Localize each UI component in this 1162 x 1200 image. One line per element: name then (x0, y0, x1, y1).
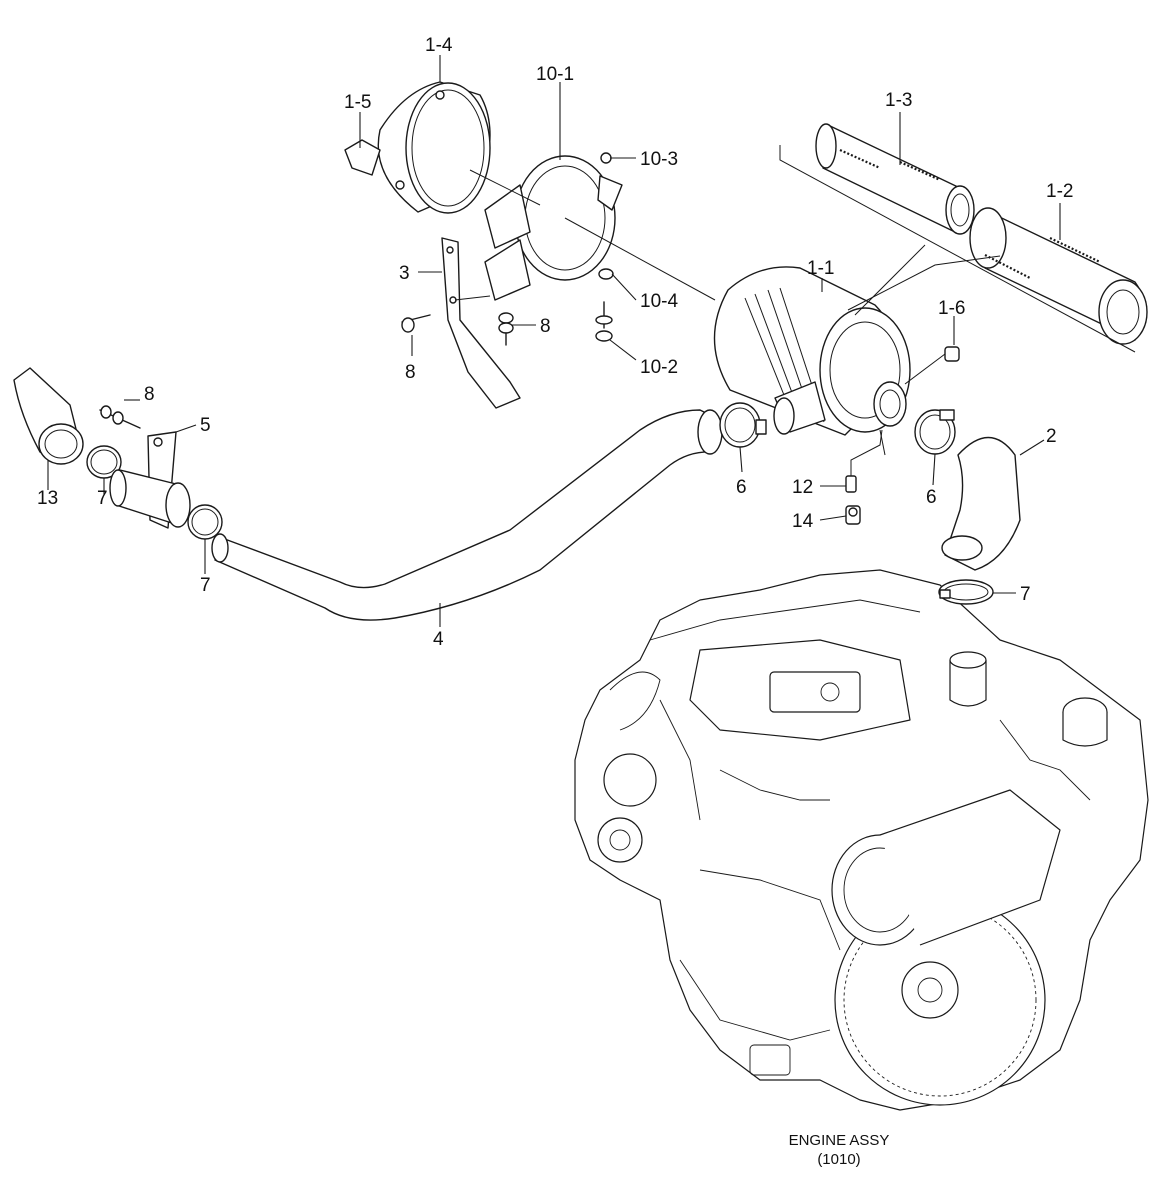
callout-8-bracket-left: 8 (405, 362, 416, 383)
callout-10-1: 10-1 (536, 64, 574, 85)
callout-1-5: 1-5 (344, 92, 371, 113)
callout-8-pipe: 8 (144, 384, 155, 405)
callout-1-1: 1-1 (807, 258, 834, 279)
callout-1-3: 1-3 (885, 90, 912, 111)
callout-7-middle: 7 (200, 575, 211, 596)
callout-5: 5 (200, 415, 211, 436)
support-bracket (441, 237, 521, 409)
bolt-assembly (595, 301, 613, 342)
bolt-c (99, 405, 141, 429)
engine-caption: ENGINE ASSY (1010) (789, 1132, 890, 1168)
outer-filter-element (969, 207, 1148, 345)
bolt-a (401, 314, 431, 333)
restriction-indicator (904, 346, 960, 385)
rain-cap (13, 367, 84, 465)
intake-pipe (109, 431, 191, 529)
callout-1-2: 1-2 (1046, 181, 1073, 202)
leader-lines (47, 55, 1061, 627)
hose-clamp-cleaner-left (719, 402, 767, 448)
inner-filter-element (815, 123, 975, 235)
callout-10-2: 10-2 (640, 357, 678, 378)
callout-10-3: 10-3 (640, 149, 678, 170)
callout-labels: 1-4 1-5 10-1 10-3 1-3 1-2 3 1-1 10-4 1-6… (37, 35, 1073, 650)
callout-13: 13 (37, 488, 58, 509)
callout-8-bracket-right: 8 (540, 316, 551, 337)
callout-3: 3 (399, 263, 410, 284)
callout-12: 12 (792, 477, 813, 498)
callout-2: 2 (1046, 426, 1057, 447)
callout-7-engine: 7 (1020, 584, 1031, 605)
vacuator-valve (344, 139, 381, 176)
engine-caption-title: ENGINE ASSY (789, 1132, 890, 1149)
callout-4: 4 (433, 629, 444, 650)
callout-1-6: 1-6 (938, 298, 965, 319)
bolt-b (498, 312, 514, 346)
callout-7-left: 7 (97, 488, 108, 509)
engine-caption-code: (1010) (817, 1151, 860, 1168)
elbow-hose (941, 437, 1021, 571)
intake-hose (211, 409, 723, 621)
air-cleaner-cap (377, 81, 491, 214)
assembly-lines (454, 169, 1001, 456)
callout-10-4: 10-4 (640, 291, 678, 312)
hose-clamp-engine (938, 579, 994, 605)
nut (600, 152, 612, 164)
hose-clamp-cleaner-right (914, 409, 956, 455)
engine-assembly (574, 569, 1149, 1111)
callout-6-left: 6 (736, 477, 747, 498)
callout-1-4: 1-4 (425, 35, 453, 56)
callout-6-right: 6 (926, 487, 937, 508)
fitting (845, 429, 883, 493)
hose-clamp-middle (187, 504, 223, 540)
callout-14: 14 (792, 511, 814, 532)
check-valve (845, 505, 861, 525)
washer (598, 268, 614, 280)
